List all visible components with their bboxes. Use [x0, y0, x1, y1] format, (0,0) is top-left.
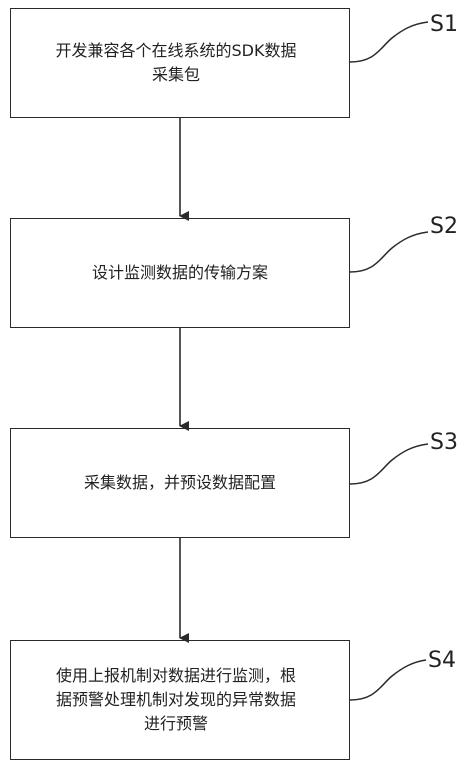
step-text-line: 据预警处理机制对发现的异常数据 [55, 690, 296, 709]
step-box-s1: 开发兼容各个在线系统的SDK数据 采集包 [10, 8, 350, 118]
step-text-s2: 设计监测数据的传输方案 [80, 261, 280, 285]
step-label-s4: S4 [428, 648, 456, 673]
step-box-s3: 采集数据，并预设数据配置 [10, 428, 350, 538]
step-text-s1: 开发兼容各个在线系统的SDK数据 采集包 [44, 39, 317, 87]
step-text-line: 进行预警 [143, 714, 208, 733]
step-label-s3: S3 [430, 430, 458, 455]
leader-s1 [349, 21, 429, 63]
step-box-s2: 设计监测数据的传输方案 [10, 218, 350, 328]
step-label-s2: S2 [430, 214, 458, 239]
step-text-line: 使用上报机制对数据进行监测，根 [55, 666, 296, 685]
step-text-line: 采集包 [151, 65, 200, 84]
step-text-line: 采集数据，并预设数据配置 [83, 473, 276, 492]
step-text-s4: 使用上报机制对数据进行监测，根 据预警处理机制对发现的异常数据 进行预警 [44, 664, 316, 736]
step-text-line: 设计监测数据的传输方案 [91, 263, 268, 282]
step-box-s4: 使用上报机制对数据进行监测，根 据预警处理机制对发现的异常数据 进行预警 [10, 640, 350, 760]
step-label-s1: S1 [430, 12, 458, 37]
step-text-line: 开发兼容各个在线系统的SDK数据 [55, 41, 297, 60]
leader-s2 [349, 231, 429, 273]
leader-s4 [349, 659, 427, 701]
leader-s3 [349, 443, 429, 485]
step-text-s3: 采集数据，并预设数据配置 [72, 471, 288, 495]
